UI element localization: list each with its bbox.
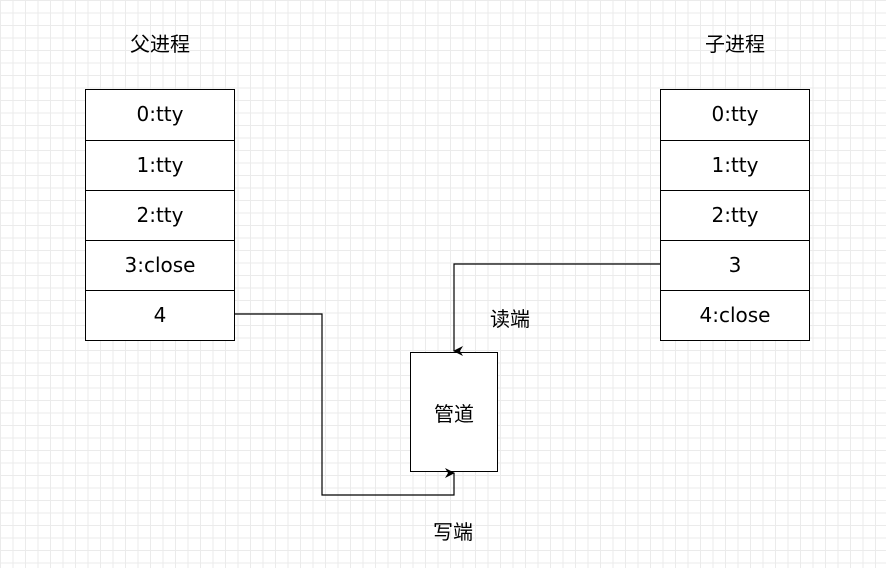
child-fd-3[interactable]: 3 xyxy=(661,240,809,290)
pipe-box[interactable]: 管道 xyxy=(410,352,498,472)
write-end-connector[interactable] xyxy=(235,313,455,496)
parent-fd-1[interactable]: 1:tty xyxy=(86,140,234,190)
child-fd-1[interactable]: 1:tty xyxy=(661,140,809,190)
child-fd-2[interactable]: 2:tty xyxy=(661,190,809,240)
read-end-label: 读端 xyxy=(490,307,530,331)
parent-fd-table[interactable]: 0:tty 1:tty 2:tty 3:close 4 xyxy=(85,89,235,341)
child-process-title: 子进程 xyxy=(705,32,765,56)
parent-fd-4[interactable]: 4 xyxy=(86,290,234,340)
parent-fd-3[interactable]: 3:close xyxy=(86,240,234,290)
write-end-label: 写端 xyxy=(433,520,473,544)
child-fd-4[interactable]: 4:close xyxy=(661,290,809,340)
parent-process-title: 父进程 xyxy=(130,32,190,56)
child-fd-table[interactable]: 0:tty 1:tty 2:tty 3 4:close xyxy=(660,89,810,341)
parent-fd-2[interactable]: 2:tty xyxy=(86,190,234,240)
child-fd-0[interactable]: 0:tty xyxy=(711,102,759,126)
pipe-label: 管道 xyxy=(434,401,474,426)
read-end-connector[interactable] xyxy=(453,263,660,356)
parent-fd-0[interactable]: 0:tty xyxy=(136,102,184,126)
